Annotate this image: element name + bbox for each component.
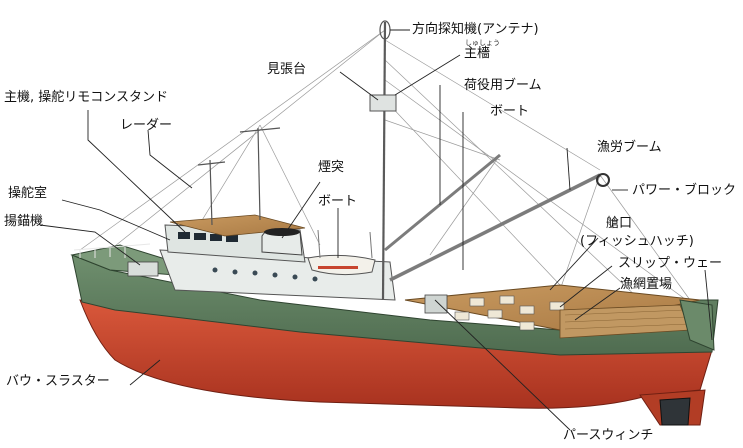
bow-rail: [73, 243, 151, 258]
lifeboat: [307, 254, 376, 276]
cargo-boom: [384, 153, 501, 252]
label-funnel: 煙突: [318, 160, 345, 175]
wheelhouse-windows: [178, 232, 238, 242]
label-purse-winch: パースウィンチ: [563, 428, 654, 443]
label-net-deck: 漁網置場: [620, 277, 673, 292]
windlass-machine: [127, 261, 159, 277]
label-radar: レーダー: [120, 118, 173, 133]
label-boat-upper: ボート: [490, 104, 530, 119]
label-windlass: 揚錨機: [4, 214, 44, 229]
fishing-boom: [389, 173, 601, 282]
label-hatch: 艙口: [606, 216, 633, 231]
purse-winch-machine: [424, 294, 448, 314]
label-main-mast: 主檣: [464, 46, 491, 61]
label-hatch-sub: (フィッシュハッチ): [580, 234, 694, 249]
power-block-pulley: [596, 173, 610, 187]
main-mast: [381, 21, 387, 301]
label-wheelhouse: 操舵室: [8, 186, 48, 201]
label-fishing-boom: 漁労ブーム: [597, 140, 662, 155]
label-direction-finder: 方向探知機(アンテナ): [412, 22, 539, 37]
hull-upper-green: [71, 254, 719, 356]
stern-slipway: [679, 299, 715, 351]
label-slipway: スリップ・ウェー: [618, 256, 723, 271]
hull-lower-red: [79, 299, 713, 409]
portholes: [212, 267, 318, 282]
hatch-covers: [454, 295, 565, 331]
label-boat-lower: ボート: [318, 194, 358, 209]
radar-mast: [197, 127, 281, 226]
rigging: [79, 29, 701, 311]
label-cargo-boom: 荷役用ブーム: [464, 78, 542, 93]
rudder: [659, 397, 691, 426]
label-power-block: パワー・ブロック: [632, 183, 737, 198]
label-bow-thruster: バウ・スラスター: [6, 374, 110, 389]
label-main-mast-reading: しゅしょう: [465, 39, 500, 47]
leader-lines: [39, 29, 713, 431]
label-engine-steering: 主機, 操舵リモコンスタンド: [4, 90, 169, 105]
label-lookout: 見張台: [267, 62, 307, 77]
